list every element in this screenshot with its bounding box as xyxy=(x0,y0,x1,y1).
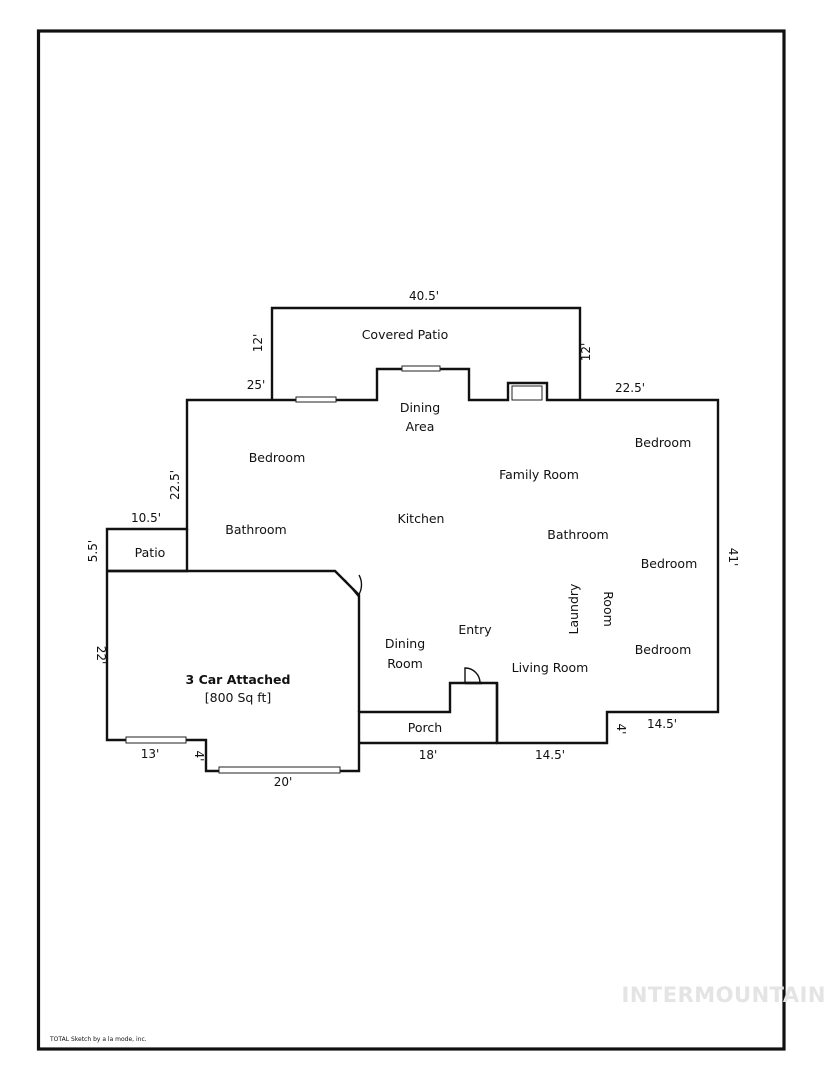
room-bathroom-e: Bathroom xyxy=(547,527,608,542)
room-bedroom-e: Bedroom xyxy=(641,556,698,571)
garage-door-icon xyxy=(344,574,363,598)
dim-patio-width: 10.5' xyxy=(131,511,161,525)
room-porch: Porch xyxy=(408,720,442,735)
room-dining-room-line1: Dining xyxy=(385,636,425,651)
dim-bottom-right: 14.5' xyxy=(647,717,677,731)
room-bedroom-ne: Bedroom xyxy=(635,435,692,450)
window-dining-bump xyxy=(401,365,441,372)
room-garage-area: [800 Sq ft] xyxy=(205,690,272,705)
room-family-room: Family Room xyxy=(499,467,579,482)
garage-window-left xyxy=(125,736,187,744)
dim-patio-right: 12' xyxy=(579,343,593,362)
dim-patio-depth: 5.5' xyxy=(86,540,100,562)
dim-porch-bottom: 18' xyxy=(419,748,438,762)
dim-bottom-middle: 14.5' xyxy=(535,748,565,762)
room-patio: Patio xyxy=(135,545,166,560)
dim-garage-step: 4' xyxy=(192,751,206,762)
dim-garage-left: 22' xyxy=(94,646,108,665)
room-living-room: Living Room xyxy=(512,660,589,675)
garage-window-bottom xyxy=(218,766,341,774)
covered-patio-wall xyxy=(270,306,582,400)
room-garage-title: 3 Car Attached xyxy=(186,672,291,687)
dim-patio-left: 12' xyxy=(251,334,265,353)
room-bathroom-w: Bathroom xyxy=(225,522,286,537)
credit-text: TOTAL Sketch by a la mode, inc. xyxy=(49,1036,147,1043)
page-frame xyxy=(36,29,786,1051)
window-covered-patio-left xyxy=(295,396,337,403)
dim-garage-bottom-left: 13' xyxy=(141,747,160,761)
room-dining-area-line1: Dining xyxy=(400,400,440,415)
room-laundry-line1: Laundry xyxy=(566,583,581,635)
entry-door-icon xyxy=(464,667,481,684)
room-dining-room-line2: Room xyxy=(387,656,423,671)
room-covered-patio: Covered Patio xyxy=(362,327,449,342)
dim-top: 40.5' xyxy=(409,289,439,303)
room-laundry-line2: Room xyxy=(601,591,616,627)
room-bedroom-nw: Bedroom xyxy=(249,450,306,465)
fireplace-icon xyxy=(511,385,543,401)
dim-right: 41' xyxy=(726,548,740,567)
dim-garage-bottom: 20' xyxy=(274,775,293,789)
watermark-text: INTERMOUNTAIN xyxy=(622,983,826,1007)
room-bedroom-se: Bedroom xyxy=(635,642,692,657)
room-entry: Entry xyxy=(458,622,492,637)
dim-top-left: 25' xyxy=(247,378,266,392)
dim-top-right: 22.5' xyxy=(615,381,645,395)
dim-left-upper: 22.5' xyxy=(168,470,182,500)
dim-step-right: 4' xyxy=(614,724,628,735)
room-kitchen: Kitchen xyxy=(398,511,445,526)
room-dining-area-line2: Area xyxy=(406,419,435,434)
